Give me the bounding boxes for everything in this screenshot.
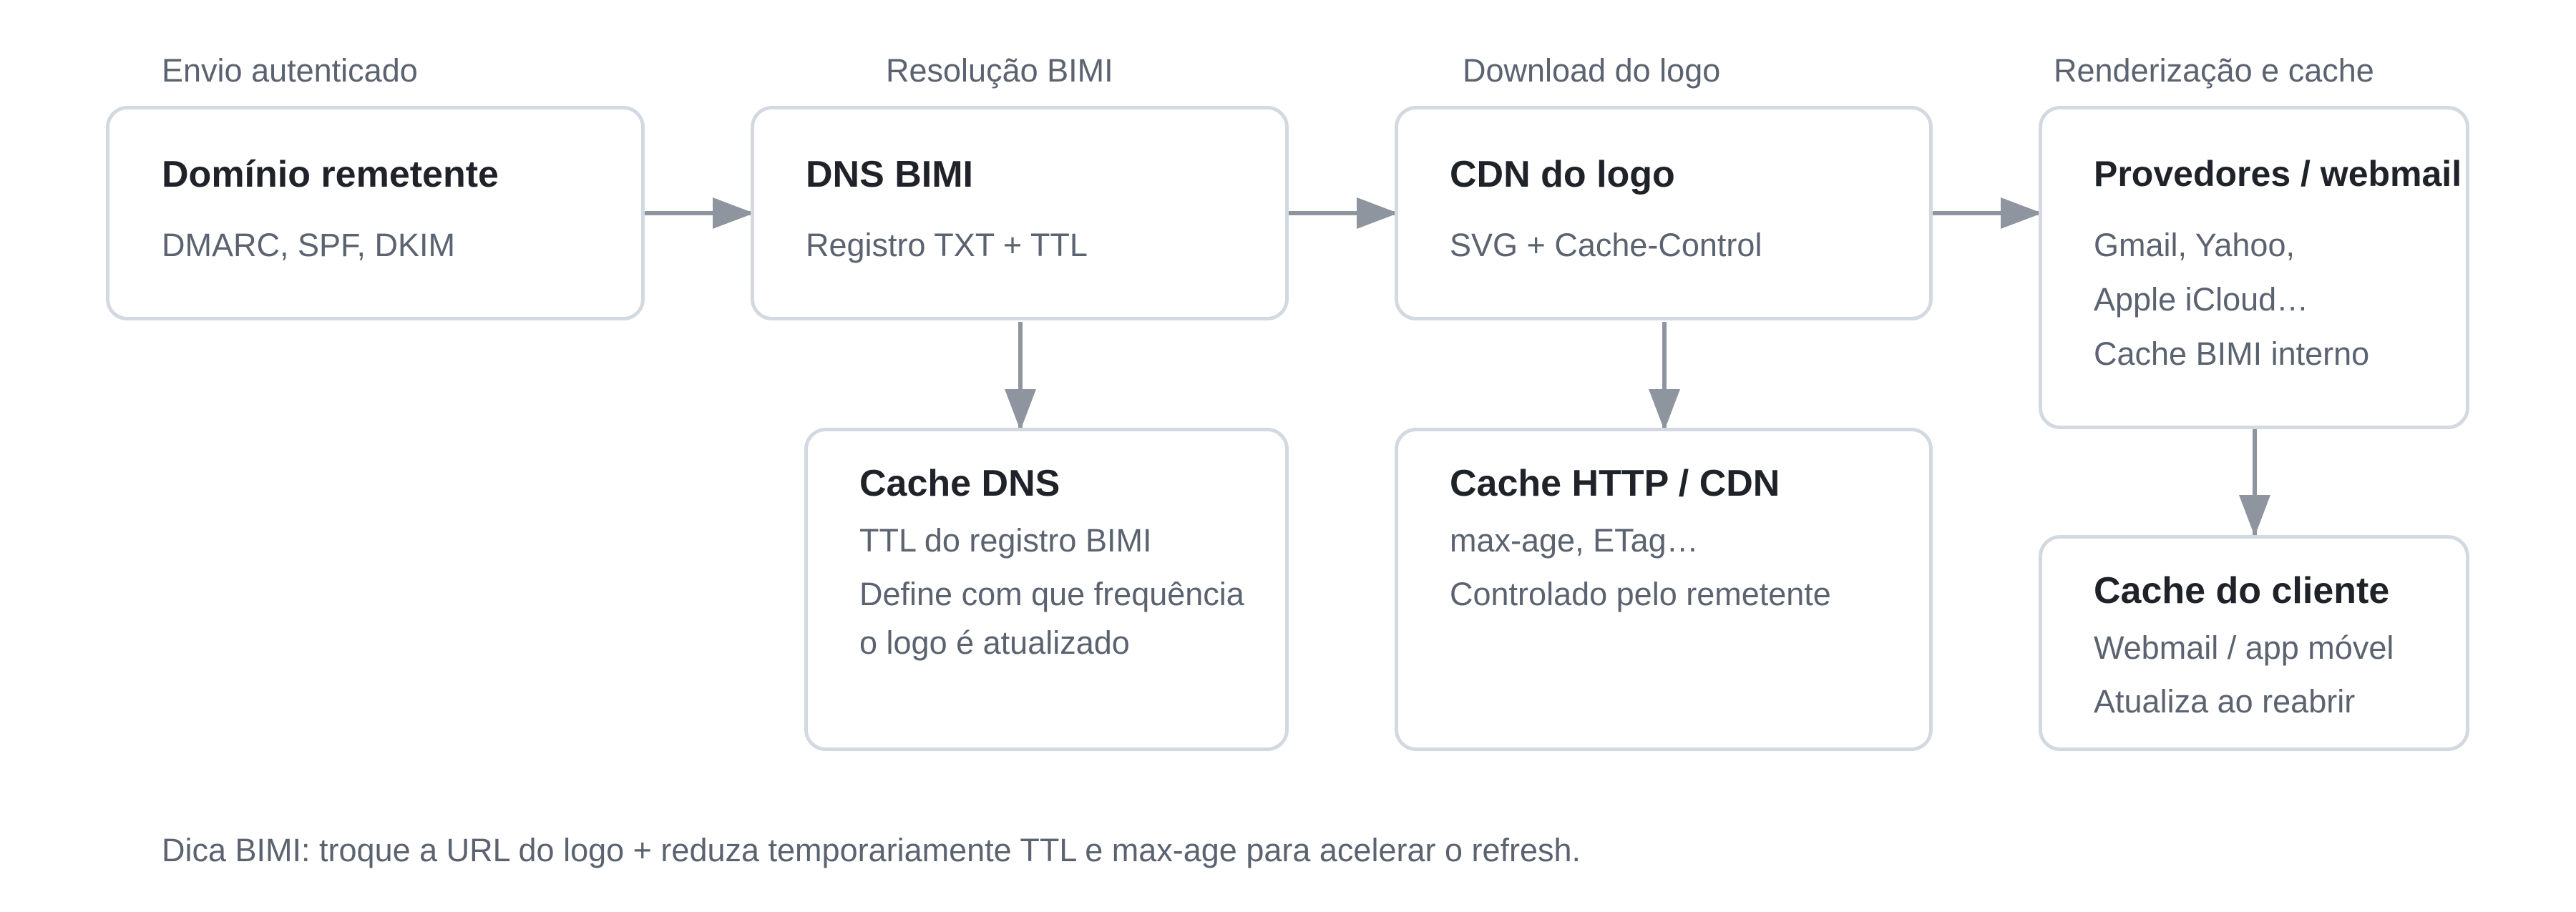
bimi-tip: Dica BIMI: troque a URL do logo + reduza… <box>162 832 1581 868</box>
box-sender-domain <box>106 106 645 320</box>
box-providers-webmail-line: Cache BIMI interno <box>2094 335 2370 372</box>
box-client-cache <box>2039 535 2469 751</box>
box-dns-bimi-line: Registro TXT + TTL <box>806 227 1088 263</box>
box-client-cache-title: Cache do cliente <box>2094 570 2390 612</box>
box-dns-bimi-title: DNS BIMI <box>806 154 973 195</box>
box-dns-cache-line: o logo é atualizado <box>859 624 1130 661</box>
box-providers-webmail-line: Gmail, Yahoo, <box>2094 227 2295 263</box>
box-dns-cache-line: TTL do registro BIMI <box>859 522 1152 559</box>
box-http-cache-line: max-age, ETag… <box>1450 522 1699 559</box>
box-dns-cache-title: Cache DNS <box>859 463 1060 504</box>
box-http-cache <box>1395 428 1933 751</box>
box-sender-domain-line: DMARC, SPF, DKIM <box>162 227 456 263</box>
box-sender-domain-title: Domínio remetente <box>162 154 499 195</box>
box-logo-cdn <box>1395 106 1933 320</box>
box-providers-webmail <box>2039 106 2469 429</box>
column-label-envio: Envio autenticado <box>162 52 418 89</box>
column-label-download: Download do logo <box>1463 52 1721 89</box>
box-client-cache-line: Webmail / app móvel <box>2094 629 2394 666</box>
column-label-resolucao: Resolução BIMI <box>886 52 1113 89</box>
box-dns-cache-line: Define com que frequência <box>859 576 1244 612</box>
box-logo-cdn-line: SVG + Cache-Control <box>1450 227 1762 263</box>
box-providers-webmail-title: Provedores / webmail <box>2094 154 2462 194</box>
box-http-cache-line: Controlado pelo remetente <box>1450 576 1831 612</box>
box-dns-bimi <box>751 106 1289 320</box>
box-client-cache-line: Atualiza ao reabrir <box>2094 683 2356 720</box>
box-providers-webmail-line: Apple iCloud… <box>2094 281 2309 318</box>
column-label-renderizacao: Renderização e cache <box>2054 52 2374 89</box>
box-logo-cdn-title: CDN do logo <box>1450 154 1675 195</box>
box-http-cache-title: Cache HTTP / CDN <box>1450 463 1780 504</box>
box-dns-cache <box>804 428 1289 751</box>
